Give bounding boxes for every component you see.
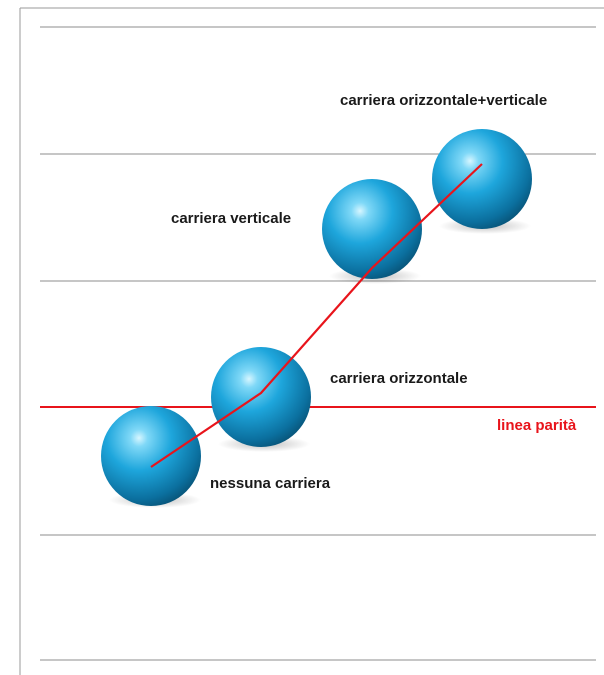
- label-horizontal-career: carriera orizzontale: [330, 370, 468, 387]
- label-vertical-career: carriera verticale: [171, 210, 291, 227]
- label-parity-line: linea parità: [497, 417, 577, 434]
- label-horizontal-vertical-career: carriera orizzontale+verticale: [340, 92, 547, 109]
- sphere-vertical-career: [322, 179, 422, 279]
- sphere-horizontal-career: [211, 347, 311, 447]
- sphere-horizontal-vertical-career: [432, 129, 532, 229]
- label-no-career: nessuna carriera: [210, 475, 331, 492]
- trend-line: [150, 163, 483, 468]
- sphere-no-career: [101, 406, 201, 506]
- grid-lines: [40, 26, 596, 661]
